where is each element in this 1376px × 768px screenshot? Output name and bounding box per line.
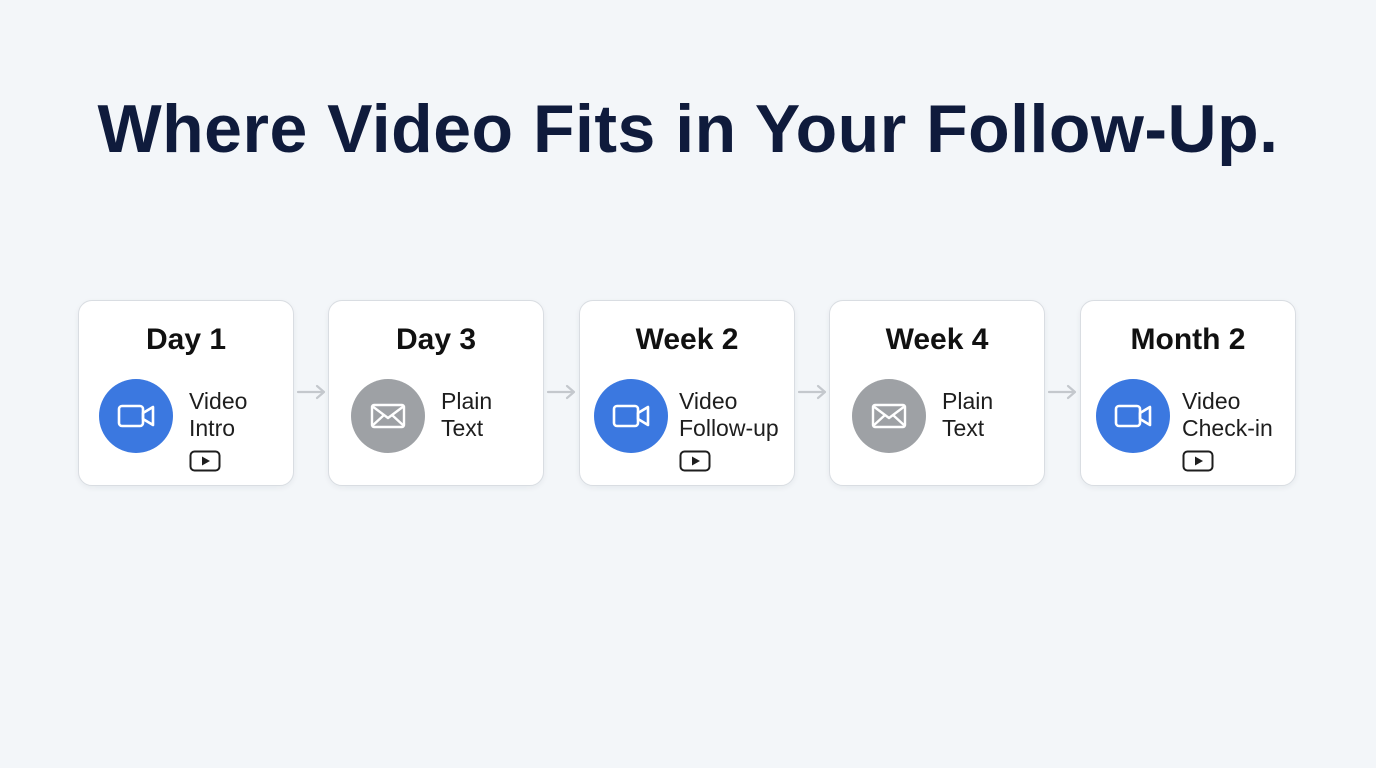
arrow-right-icon [1047, 384, 1077, 400]
step-card-week-2: Week 2 Video Follow-up [579, 300, 795, 486]
play-icon [1182, 450, 1214, 472]
step-time-label: Week 2 [635, 323, 739, 356]
step-card-month-2: Month 2 Video Check-in [1080, 300, 1296, 486]
step-description: Video Intro [189, 388, 247, 442]
step-time-label: Day 1 [145, 323, 227, 356]
step-description-line-2: Text [942, 415, 985, 441]
step-description: Video Check-in [1182, 388, 1273, 442]
step-card-day-3: Day 3 Plain Text [328, 300, 544, 486]
arrow-right-icon [296, 384, 326, 400]
step-description: Video Follow-up [679, 388, 779, 442]
step-description-line-2: Follow-up [679, 415, 779, 441]
step-description-line-2: Text [441, 415, 484, 441]
video-camera-icon [99, 379, 173, 453]
step-time-label: Week 4 [885, 323, 989, 356]
envelope-icon [351, 379, 425, 453]
step-description: Plain Text [441, 388, 492, 442]
step-description-line-1: Plain [942, 388, 994, 414]
play-icon [679, 450, 711, 472]
step-time-label: Month 2 [1130, 323, 1246, 356]
envelope-icon [852, 379, 926, 453]
step-description-line-1: Video [679, 388, 738, 414]
arrow-right-icon [546, 384, 576, 400]
step-description-line-2: Check-in [1182, 415, 1273, 441]
page-title: Where Video Fits in Your Follow-Up. [97, 91, 1279, 167]
step-description-line-1: Video [1182, 388, 1241, 414]
step-time-label: Day 3 [395, 323, 477, 356]
play-icon [189, 450, 221, 472]
step-description-line-1: Video [189, 388, 248, 414]
step-card-week-4: Week 4 Plain Text [829, 300, 1045, 486]
step-description-line-2: Intro [189, 415, 236, 441]
step-description-line-1: Plain [441, 388, 493, 414]
video-camera-icon [594, 379, 668, 453]
step-card-day-1: Day 1 Video Intro [78, 300, 294, 486]
video-camera-icon [1096, 379, 1170, 453]
step-description: Plain Text [942, 388, 993, 442]
arrow-right-icon [797, 384, 827, 400]
